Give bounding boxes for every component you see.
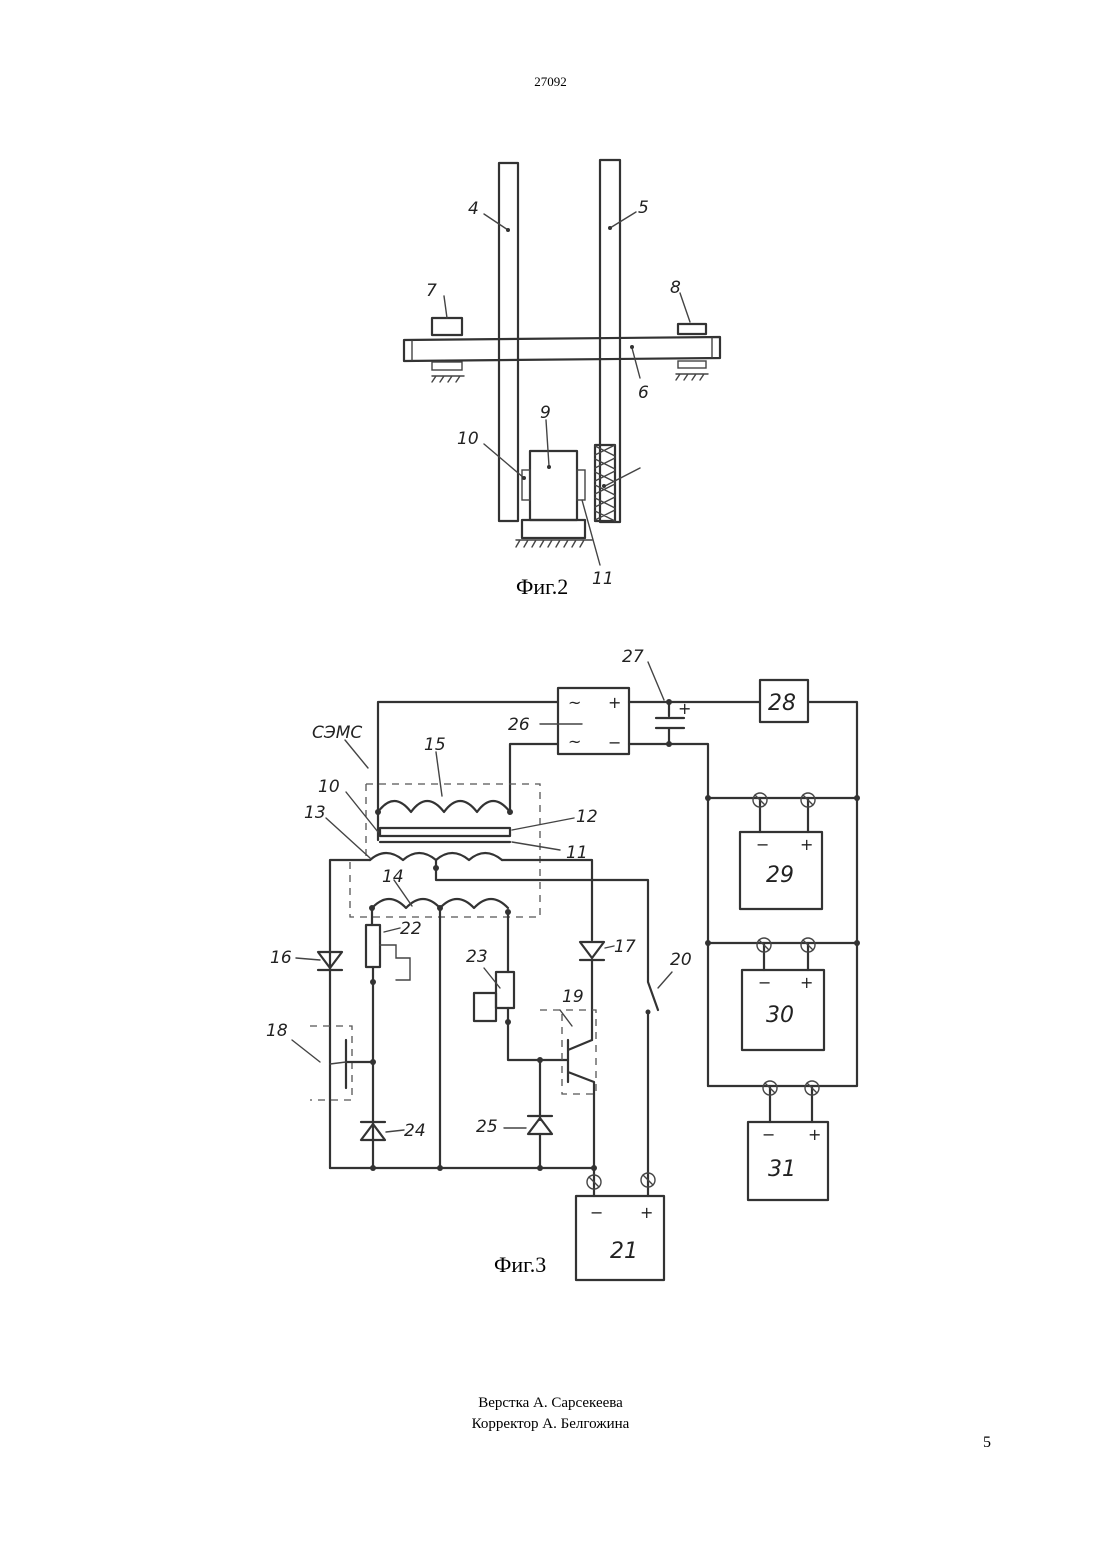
fig3-label-17: 17: [614, 937, 636, 957]
fig2-label-5: 5: [638, 198, 649, 218]
plate-5: [600, 160, 620, 522]
fig3-label-13: 13: [304, 803, 326, 823]
diode-17: [580, 942, 604, 960]
fig2-label-4: 4: [468, 199, 479, 219]
transistor-19: [568, 1040, 594, 1168]
fig3-label-31: 31: [768, 1157, 796, 1182]
battery-30-plus: +: [800, 973, 813, 992]
fig2-label-9: 9: [540, 403, 551, 423]
fig3-label-25: 25: [476, 1117, 498, 1137]
fig3-label-20: 20: [670, 950, 692, 970]
plate-4: [499, 163, 518, 521]
pad-10: [522, 470, 530, 500]
rectifier-minus: −: [608, 733, 621, 752]
resistor-22: [366, 925, 380, 967]
fig3-label-24: 24: [404, 1121, 426, 1141]
footer-credits: Верстка А. Сарсекеева Корректор А. Белго…: [0, 1393, 1101, 1435]
capacitor-plus: +: [678, 699, 691, 718]
fig3-label-16: 16: [270, 948, 292, 968]
diode-25: [528, 1116, 552, 1134]
fig2-label-8: 8: [670, 278, 681, 298]
shaft-6: [404, 337, 720, 361]
footer-layout-credit: Верстка А. Сарсекеева: [0, 1393, 1101, 1414]
block-9: [530, 451, 577, 520]
fig3-label-28: 28: [768, 691, 796, 716]
fig3-label-sems: СЭМС: [312, 723, 362, 743]
fig3-label-22: 22: [400, 919, 422, 939]
fig3-label-14: 14: [382, 867, 404, 887]
battery-31-minus: −: [762, 1125, 775, 1144]
fig3-label-15: 15: [424, 735, 446, 755]
fig3-label-11: 11: [566, 843, 588, 863]
battery-29-plus: +: [800, 835, 813, 854]
bearing-7: [432, 318, 462, 335]
fig2-label-10: 10: [457, 429, 479, 449]
bearing-8: [678, 324, 706, 334]
fig3-label-27: 27: [622, 647, 644, 667]
fig3-label-18: 18: [266, 1021, 288, 1041]
rectifier-ac-top: ~: [568, 693, 581, 712]
switch-20: [648, 972, 658, 1176]
fig3-label-19: 19: [562, 987, 584, 1007]
fig3-label-30: 30: [766, 1003, 794, 1028]
page-number: 5: [983, 1434, 991, 1452]
fig3-label-29: 29: [766, 863, 794, 888]
battery-31-plus: +: [808, 1125, 821, 1144]
battery-29-minus: −: [756, 835, 769, 854]
battery-21-minus: −: [590, 1203, 603, 1222]
coil-15: [378, 801, 510, 812]
fig3-caption: Фиг.3: [494, 1252, 546, 1277]
fig3-label-12: 12: [576, 807, 598, 827]
plate-12: [380, 828, 510, 836]
fig2-label-7: 7: [426, 281, 437, 301]
battery-21-plus: +: [640, 1203, 653, 1222]
footer-corrector-credit: Корректор А. Белгожина: [0, 1414, 1101, 1435]
fig2-label-11: 11: [592, 569, 614, 589]
figure-2-drawing: 4 5 6 7 8 9 10 11 Фиг.2: [404, 160, 720, 599]
fig3-label-10: 10: [318, 777, 340, 797]
fig2-label-6: 6: [638, 383, 649, 403]
fig3-label-21: 21: [610, 1239, 638, 1264]
battery-30-minus: −: [758, 973, 771, 992]
block-23: [474, 993, 496, 1021]
rectifier-ac-bottom: ~: [568, 732, 581, 751]
fig2-caption: Фиг.2: [516, 574, 568, 599]
rectifier-plus: +: [608, 693, 621, 712]
fig3-label-23: 23: [466, 947, 488, 967]
figure-3-circuit: ~ ~ + − + − + − +: [266, 647, 860, 1280]
fig3-label-26: 26: [508, 715, 530, 735]
